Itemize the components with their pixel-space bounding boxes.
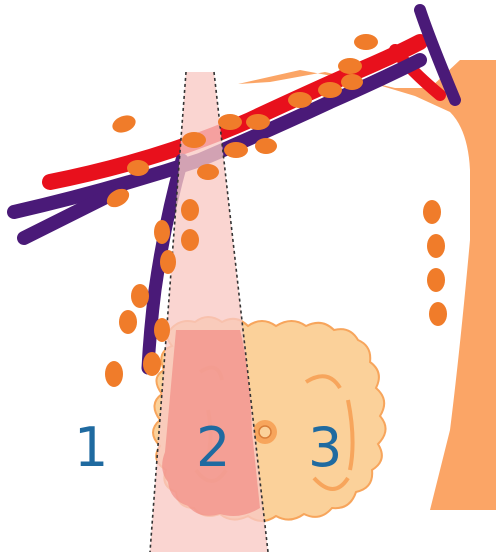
nipple-inner xyxy=(259,426,271,438)
lymph-node xyxy=(131,284,149,308)
artery xyxy=(50,42,420,182)
lymph-node xyxy=(154,318,170,342)
lymph-node xyxy=(197,164,219,180)
lymph-node xyxy=(181,229,199,251)
lymph-node xyxy=(110,112,138,135)
lymph-node xyxy=(154,220,170,244)
lymph-node xyxy=(423,200,441,224)
lymph-node xyxy=(119,310,137,334)
lymph-node xyxy=(218,114,242,130)
lymph-node xyxy=(246,114,270,130)
lymph-node xyxy=(105,361,123,387)
lymph-node xyxy=(338,58,362,74)
lymph-node xyxy=(160,250,176,274)
lymph-node xyxy=(354,34,378,50)
region-label-2: 2 xyxy=(196,416,230,479)
lymph-node xyxy=(143,352,161,376)
lymph-node xyxy=(182,132,206,148)
lymph-node xyxy=(427,234,445,258)
region-label-3: 3 xyxy=(308,416,342,479)
lymph-node xyxy=(127,160,149,176)
lymph-node xyxy=(255,138,277,154)
lymph-node xyxy=(429,302,447,326)
region-label-1: 1 xyxy=(74,416,108,479)
lymph-node xyxy=(318,82,342,98)
lymph-node xyxy=(224,142,248,158)
lymph-node xyxy=(341,74,363,90)
lymph-node xyxy=(181,199,199,221)
lymph-node xyxy=(427,268,445,292)
lymph-node xyxy=(288,92,312,108)
